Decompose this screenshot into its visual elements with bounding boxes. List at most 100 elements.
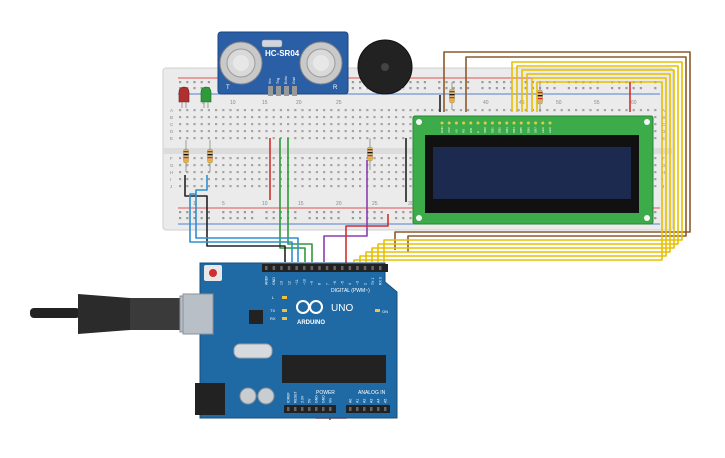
bb-hole bbox=[402, 185, 405, 188]
bb-hole bbox=[243, 178, 246, 181]
lcd-pin-label: DB5 bbox=[519, 127, 523, 133]
bb-hole bbox=[582, 109, 585, 112]
power-pin bbox=[287, 407, 290, 411]
bb-hole bbox=[215, 137, 218, 140]
bb-hole bbox=[229, 171, 232, 174]
bb-hole bbox=[193, 81, 196, 84]
bb-hole bbox=[402, 217, 405, 220]
bb-hole bbox=[323, 217, 326, 220]
bb-hole bbox=[373, 164, 376, 167]
bb-hole bbox=[359, 157, 362, 160]
analog-label: ANALOG IN bbox=[358, 390, 386, 396]
bb-hole bbox=[308, 217, 311, 220]
bb-hole bbox=[200, 81, 203, 84]
bb-hole bbox=[330, 171, 333, 174]
bb-hole bbox=[402, 178, 405, 181]
bb-hole bbox=[265, 178, 268, 181]
bb-hole bbox=[524, 109, 527, 112]
bb-hole bbox=[409, 164, 412, 167]
bb-hole bbox=[395, 123, 398, 126]
bb-hole bbox=[279, 164, 282, 167]
bb-hole bbox=[251, 211, 254, 214]
bb-hole bbox=[546, 87, 549, 90]
bb-hole bbox=[618, 87, 621, 90]
bb-hole bbox=[344, 185, 347, 188]
bb-hole bbox=[387, 157, 390, 160]
usb-plug-body bbox=[130, 298, 180, 330]
bb-hole bbox=[315, 137, 318, 140]
on-label: ON bbox=[382, 309, 388, 314]
bb-hole bbox=[236, 123, 239, 126]
bb-number: 10 bbox=[262, 201, 268, 207]
digital-pin-label: TX 1 bbox=[371, 278, 375, 285]
bb-hole bbox=[193, 123, 196, 126]
bb-hole bbox=[193, 116, 196, 119]
bb-hole bbox=[611, 109, 614, 112]
bb-hole bbox=[315, 116, 318, 119]
digital-pin-label: 2 bbox=[363, 283, 367, 285]
digital-pin bbox=[356, 266, 359, 270]
bb-hole bbox=[279, 185, 282, 188]
bb-hole bbox=[344, 157, 347, 160]
bb-hole bbox=[279, 130, 282, 133]
bb-hole bbox=[294, 164, 297, 167]
bb-hole bbox=[387, 178, 390, 181]
bb-hole bbox=[402, 130, 405, 133]
bb-hole bbox=[351, 87, 354, 90]
bb-hole bbox=[567, 87, 570, 90]
bb-hole bbox=[344, 171, 347, 174]
bb-hole bbox=[265, 157, 268, 160]
bb-hole bbox=[373, 211, 376, 214]
analog-header bbox=[346, 405, 390, 413]
bb-hole bbox=[344, 164, 347, 167]
bb-hole bbox=[323, 130, 326, 133]
bb-hole bbox=[215, 116, 218, 119]
bb-hole bbox=[294, 109, 297, 112]
bb-hole bbox=[186, 130, 189, 133]
bb-hole bbox=[654, 109, 657, 112]
bb-hole bbox=[215, 178, 218, 181]
bb-hole bbox=[236, 157, 239, 160]
bb-hole bbox=[179, 137, 182, 140]
bb-hole bbox=[258, 137, 261, 140]
bb-hole bbox=[193, 211, 196, 214]
bb-hole bbox=[294, 211, 297, 214]
bb-hole bbox=[294, 171, 297, 174]
bb-hole bbox=[222, 130, 225, 133]
bb-hole bbox=[222, 123, 225, 126]
bb-hole bbox=[301, 137, 304, 140]
bb-hole bbox=[258, 178, 261, 181]
wire-blue bbox=[189, 193, 293, 262]
bb-hole bbox=[294, 178, 297, 181]
bb-hole bbox=[351, 217, 354, 220]
sensor-pin-label: Gnd bbox=[292, 77, 296, 84]
bb-hole bbox=[222, 217, 225, 220]
digital-pin bbox=[363, 266, 367, 270]
bb-hole bbox=[402, 116, 405, 119]
usb-cord bbox=[30, 308, 80, 318]
bb-hole bbox=[366, 109, 369, 112]
bb-hole bbox=[236, 171, 239, 174]
bb-row-letter: I bbox=[170, 177, 171, 182]
bb-hole bbox=[452, 87, 455, 90]
bb-hole bbox=[186, 116, 189, 119]
bb-hole bbox=[251, 185, 254, 188]
wire-green bbox=[287, 138, 313, 262]
bb-hole bbox=[481, 81, 484, 84]
bb-hole bbox=[186, 137, 189, 140]
bb-hole bbox=[373, 185, 376, 188]
bb-hole bbox=[654, 157, 657, 160]
digital-pin bbox=[265, 266, 268, 270]
wire-yellow bbox=[371, 69, 675, 262]
bb-hole bbox=[445, 87, 448, 90]
led-label: TX bbox=[270, 308, 275, 313]
bb-hole bbox=[215, 185, 218, 188]
bb-hole bbox=[279, 211, 282, 214]
bb-hole bbox=[251, 109, 254, 112]
bb-hole bbox=[409, 137, 412, 140]
reset-button[interactable] bbox=[209, 269, 217, 277]
bb-number: 30 bbox=[408, 201, 414, 207]
bb-hole bbox=[272, 109, 275, 112]
analog-pin-label: A3 bbox=[370, 399, 374, 403]
sensor-crystal bbox=[261, 39, 283, 48]
